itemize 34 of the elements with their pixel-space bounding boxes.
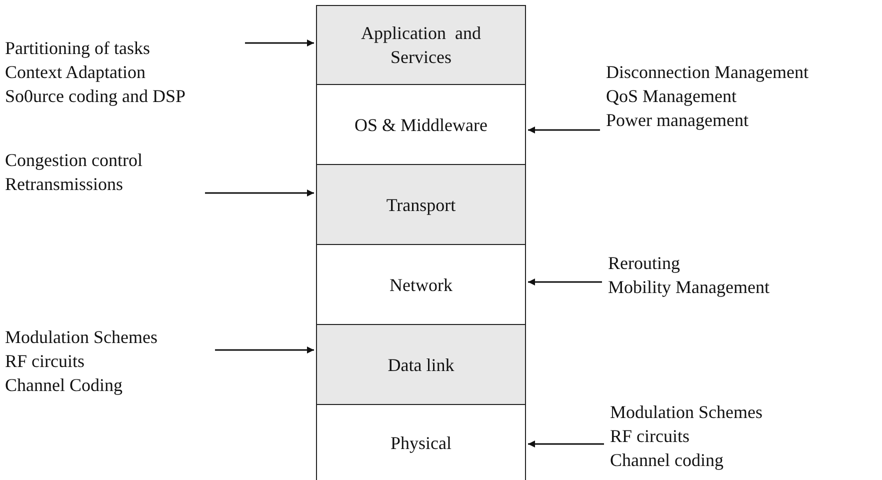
function-text: Retransmissions — [5, 173, 124, 196]
function-text: Channel coding — [610, 449, 724, 472]
arrow — [205, 190, 314, 196]
function-text: Modulation Schemes — [610, 401, 762, 424]
arrow — [245, 40, 314, 46]
function-text: So0urce coding and DSP — [5, 85, 186, 108]
arrow — [215, 346, 314, 354]
layer-box — [316, 84, 526, 165]
function-text: Partitioning of tasks — [5, 37, 150, 60]
layer-box — [316, 404, 526, 480]
function-text: Rerouting — [608, 252, 680, 275]
layer-label: OS & Middleware — [354, 114, 488, 136]
arrow — [528, 440, 604, 448]
function-text: Mobility Management — [608, 276, 770, 299]
function-text: Channel Coding — [5, 374, 122, 397]
arrow — [528, 278, 602, 286]
function-text: RF circuits — [5, 350, 84, 373]
function-text: RF circuits — [610, 425, 690, 448]
layer-label: Network — [390, 274, 452, 296]
layer-box — [316, 164, 526, 245]
layer-box — [316, 5, 526, 85]
layer-label: Data link — [388, 354, 454, 376]
layer-label: Transport — [386, 194, 456, 216]
function-text: Context Adaptation — [5, 61, 146, 84]
function-text: Disconnection Management — [606, 61, 808, 84]
layer-box — [316, 244, 526, 325]
layer-label: Physical — [390, 432, 452, 455]
layer-box — [316, 324, 526, 405]
function-text: Congestion control — [5, 149, 142, 172]
arrow — [528, 126, 600, 134]
function-text: Power management — [606, 109, 748, 132]
function-text: Modulation Schemes — [5, 326, 158, 349]
function-text: QoS Management — [606, 85, 736, 108]
layer-label: Application and Services — [360, 22, 482, 69]
